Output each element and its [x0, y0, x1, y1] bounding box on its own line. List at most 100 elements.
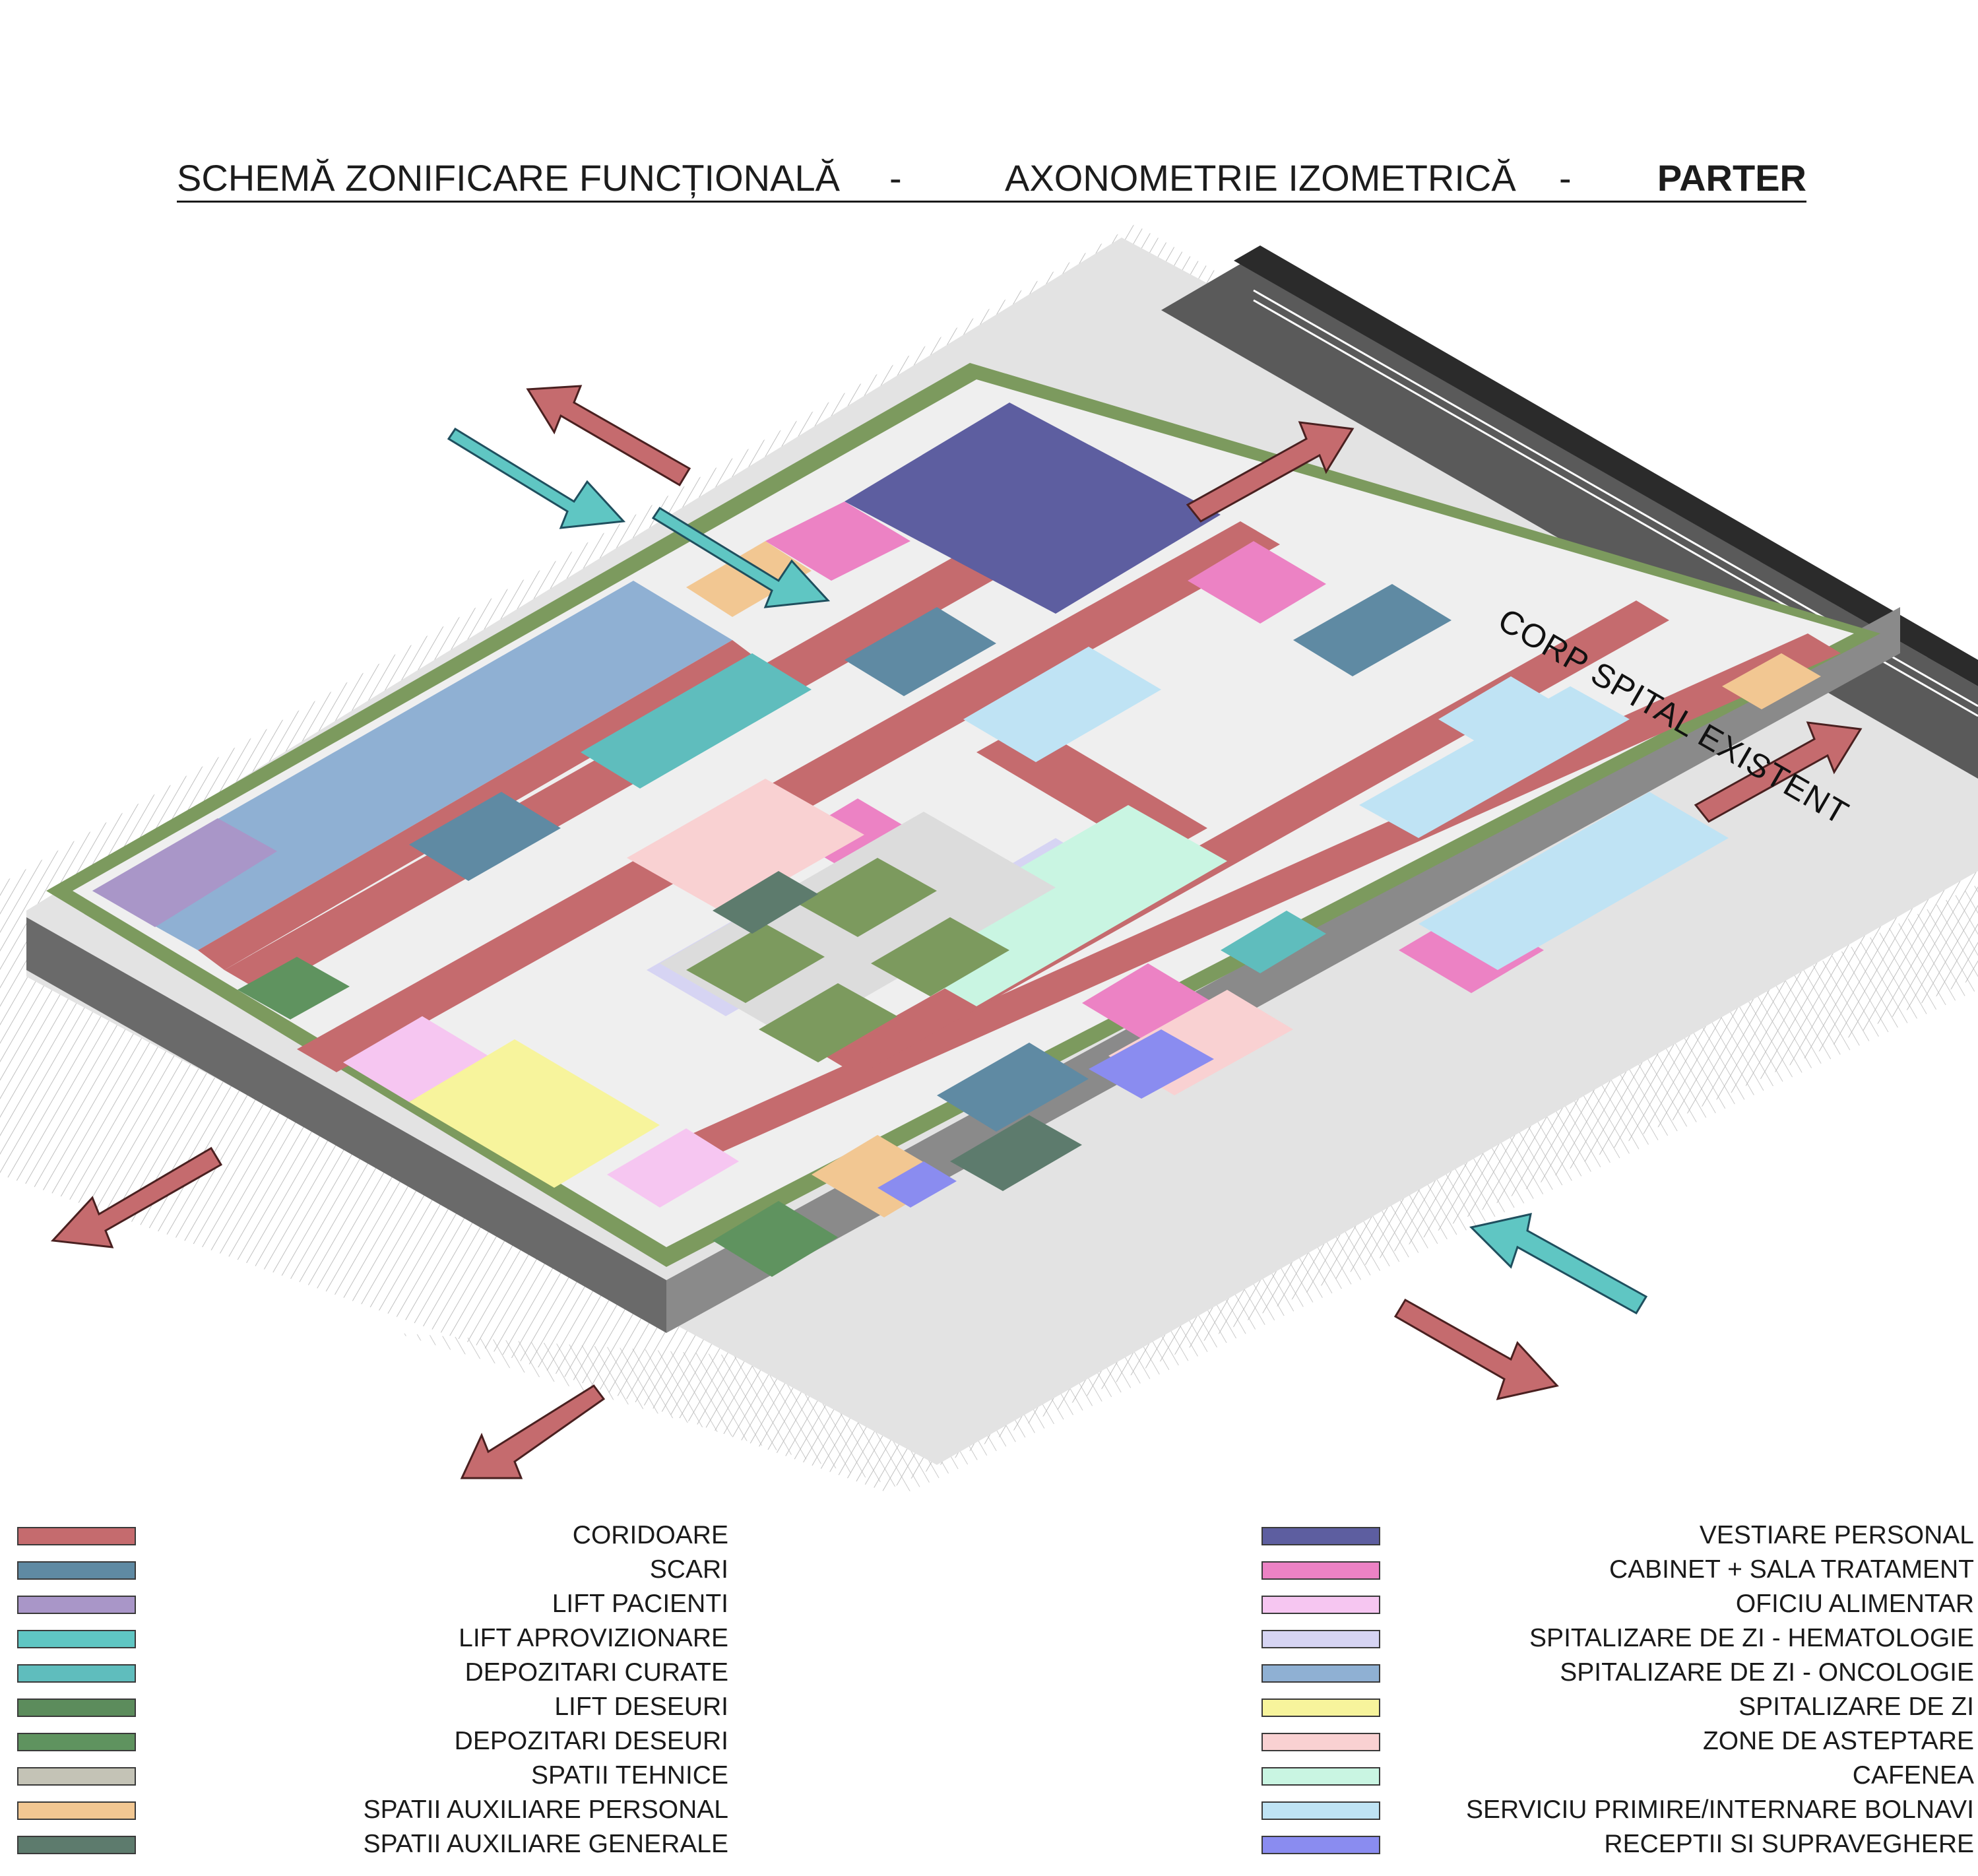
legend-label: DEPOZITARI DESEURI: [454, 1727, 728, 1755]
diagram-header: SCHEMĂ ZONIFICARE FUNCȚIONALĂ - AXONOMET…: [177, 153, 1806, 203]
legend-item: SPATII TEHNICE: [17, 1758, 730, 1792]
legend-label: CORIDOARE: [572, 1521, 728, 1549]
legend-item: SPITALIZARE DE ZI - ONCOLOGIE: [1261, 1655, 1974, 1689]
legend-swatch: [1261, 1664, 1380, 1683]
legend-item: DEPOZITARI DESEURI: [17, 1724, 730, 1758]
legend-swatch: [1261, 1561, 1380, 1580]
zone-primire: [1419, 792, 1729, 970]
zone-scari-4: [937, 1043, 1089, 1132]
zone-oficiu: [343, 1016, 488, 1102]
legend-item: CABINET + SALA TRATAMENT: [1261, 1552, 1974, 1586]
zone-cabinet: [765, 501, 910, 581]
corridor-long-3: [660, 633, 1841, 1168]
legend-item: DEPOZITARI CURATE: [17, 1655, 730, 1689]
legend-label: DEPOZITARI CURATE: [464, 1658, 728, 1687]
legend-item: SPATII AUXILIARE PERSONAL: [17, 1792, 730, 1827]
legend-swatch: [17, 1767, 136, 1786]
legend-label: CABINET + SALA TRATAMENT: [1609, 1555, 1974, 1584]
legend-item: SPITALIZARE DE ZI: [1261, 1689, 1974, 1724]
legend-item: LIFT APROVIZIONARE: [17, 1621, 730, 1655]
exit-arrow: [50, 1146, 223, 1248]
zone-depozitari-curate: [581, 653, 812, 789]
zone-depozitari-deseuri: [238, 957, 350, 1019]
zone-depozitari-deseuri-2: [713, 1201, 838, 1277]
platform-side-left: [26, 917, 666, 1333]
legend-swatch: [17, 1527, 136, 1545]
legend-label: VESTIARE PERSONAL: [1699, 1521, 1974, 1549]
legend-label: RECEPTII SI SUPRAVEGHERE: [1604, 1830, 1974, 1858]
zone-vestiare: [845, 403, 1221, 614]
legend-item: RECEPTII SI SUPRAVEGHERE: [1261, 1827, 1974, 1861]
legend-label: SCARI: [649, 1555, 728, 1584]
zone-scari-3: [409, 792, 561, 881]
exit-arrow: [1186, 421, 1355, 523]
legend-swatch: [1261, 1698, 1380, 1717]
legend-label: LIFT DESEURI: [554, 1693, 728, 1721]
legend-swatch: [1261, 1767, 1380, 1786]
legend-swatch: [17, 1630, 136, 1648]
legend-label: SPITALIZARE DE ZI: [1739, 1693, 1974, 1721]
legend-swatch: [17, 1664, 136, 1683]
legend-swatch: [17, 1733, 136, 1751]
legend-swatch: [17, 1596, 136, 1614]
zone-lift-pacienti: [92, 818, 277, 927]
zone-receptie-2: [877, 1161, 957, 1208]
zone-aux-personal-3: [1722, 653, 1821, 709]
zone-scari-2: [1293, 584, 1452, 676]
entry-arrow: [651, 506, 831, 608]
exit-arrow: [460, 1384, 606, 1479]
header-title-middle: AXONOMETRIE IZOMETRICĂ: [1005, 157, 1516, 199]
legend-item: SCARI: [17, 1552, 730, 1586]
legend-swatch: [1261, 1836, 1380, 1854]
legend-label: LIFT PACIENTI: [552, 1590, 728, 1618]
courtyard-green-4: [871, 917, 1009, 996]
legend-swatch: [1261, 1527, 1380, 1545]
header-title-left: SCHEMĂ ZONIFICARE FUNCȚIONALĂ: [177, 157, 840, 199]
isometric-plan-graphic: [0, 224, 1978, 1491]
zone-spitalizare-zi: [409, 1039, 660, 1188]
legend-label: CAFENEA: [1852, 1761, 1974, 1790]
zone-scari: [845, 607, 996, 696]
zone-cabinet-2: [1188, 541, 1326, 624]
legend-item: ZONE DE ASTEPTARE: [1261, 1724, 1974, 1758]
legend-item: CAFENEA: [1261, 1758, 1974, 1792]
legend-swatch: [1261, 1630, 1380, 1648]
legend-label: OFICIU ALIMENTAR: [1735, 1590, 1974, 1618]
exit-arrow: [526, 385, 691, 487]
zone-aux-generale-2: [713, 871, 818, 934]
entry-arrow: [447, 427, 626, 529]
legend-swatch: [1261, 1801, 1380, 1820]
legend-item: CORIDOARE: [17, 1518, 730, 1552]
courtyard-green-2: [798, 858, 937, 937]
zone-aux-personal: [686, 541, 812, 617]
legend-item: SERVICIU PRIMIRE/INTERNARE BOLNAVI: [1261, 1792, 1974, 1827]
isometric-plan: CORP SPITAL EXISTENT: [0, 211, 1978, 1491]
legend-item: LIFT PACIENTI: [17, 1586, 730, 1621]
header-separator: -: [889, 157, 902, 199]
zone-primire-3: [963, 647, 1161, 762]
legend-item: SPATII AUXILIARE GENERALE: [17, 1827, 730, 1861]
header-title-right: PARTER: [1657, 157, 1806, 199]
legend-item: LIFT DESEURI: [17, 1689, 730, 1724]
legend-label: LIFT APROVIZIONARE: [459, 1624, 728, 1652]
zone-depozitari-curate-2: [1221, 911, 1326, 973]
courtyard-green-3: [759, 983, 897, 1062]
legend-swatch: [17, 1698, 136, 1717]
legend-label: SPITALIZARE DE ZI - HEMATOLOGIE: [1529, 1624, 1974, 1652]
legend-swatch: [1261, 1733, 1380, 1751]
legend-item: VESTIARE PERSONAL: [1261, 1518, 1974, 1552]
legend-right: VESTIARE PERSONAL CABINET + SALA TRATAME…: [1261, 1518, 1974, 1861]
exit-arrow: [1393, 1298, 1559, 1401]
exit-arrow: [1694, 721, 1863, 823]
legend-left: CORIDOARE SCARI LIFT PACIENTI LIFT APROV…: [17, 1518, 730, 1861]
zone-primire-4: [1438, 676, 1583, 762]
legend-label: ZONE DE ASTEPTARE: [1702, 1727, 1974, 1755]
legend-label: SPATII TEHNICE: [530, 1761, 728, 1790]
legend-label: SPATII AUXILIARE GENERALE: [363, 1830, 728, 1858]
legend-swatch: [1261, 1596, 1380, 1614]
header-separator: -: [1559, 157, 1572, 199]
zone-asteptare: [627, 779, 864, 914]
legend-swatch: [17, 1836, 136, 1854]
courtyard-green-1: [686, 924, 825, 1003]
legend-item: OFICIU ALIMENTAR: [1261, 1586, 1974, 1621]
